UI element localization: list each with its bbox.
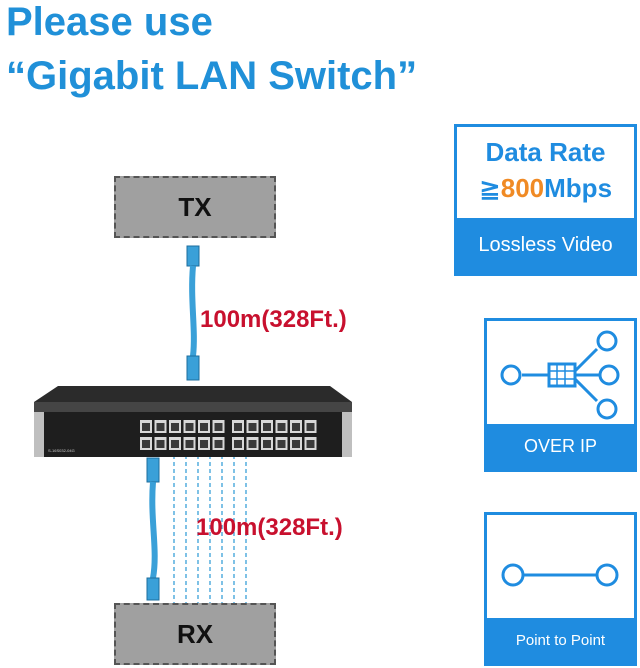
- switch-port-socket: [248, 440, 257, 448]
- switch-port-socket: [200, 423, 208, 431]
- switch-port-socket: [277, 423, 286, 431]
- switch-port-socket: [185, 423, 194, 431]
- switch-port-socket: [200, 440, 208, 448]
- switch-port-socket: [263, 423, 271, 431]
- switch-port-socket: [214, 440, 223, 448]
- switch-port-socket: [234, 440, 242, 448]
- port-dashed-lines: [173, 455, 247, 605]
- switch-port-socket: [214, 423, 223, 431]
- point-to-point-link-icon: [501, 563, 619, 587]
- upper-cable: [186, 245, 200, 381]
- headline-line-2: “Gigabit LAN Switch”: [6, 54, 418, 98]
- switch-port-socket: [171, 423, 179, 431]
- switch-port-socket: [156, 423, 165, 431]
- switch-port-socket: [306, 440, 315, 448]
- headline-line-1: Please use: [6, 0, 213, 44]
- switch-port-socket: [171, 440, 179, 448]
- data-rate-panel: Data Rate ≧800Mbps Lossless Video: [454, 124, 637, 276]
- network-topology-icon: [500, 330, 620, 420]
- over-ip-panel: OVER IP: [484, 318, 637, 472]
- greater-equal-symbol: ≧: [478, 173, 501, 203]
- switch-port-socket: [277, 440, 286, 448]
- point-to-point-panel: Point to Point: [484, 512, 637, 666]
- rx-device: RX: [114, 603, 276, 665]
- switch-port-socket: [248, 423, 257, 431]
- switch-port-socket: [142, 423, 150, 431]
- switch-port-socket: [234, 423, 242, 431]
- data-rate-value: ≧800Mbps: [457, 173, 634, 204]
- lower-cable: [146, 457, 160, 601]
- switch-port-socket: [292, 423, 300, 431]
- lossless-video-label: Lossless Video: [457, 218, 634, 273]
- data-rate-number: 800: [500, 173, 545, 203]
- switch-port-socket: [185, 440, 194, 448]
- lower-distance-label: 100m(328Ft.): [196, 514, 343, 541]
- switch-port-socket: [263, 440, 271, 448]
- switch-port-socket: [156, 440, 165, 448]
- switch-port-socket: [292, 440, 300, 448]
- data-rate-title: Data Rate: [485, 137, 606, 167]
- over-ip-label: OVER IP: [487, 424, 634, 469]
- tx-device: TX: [114, 176, 276, 238]
- switch-port-socket: [142, 440, 150, 448]
- point-to-point-label: Point to Point: [487, 618, 634, 663]
- gigabit-switch-icon: S-16S032-04G: [34, 386, 352, 457]
- rx-label: RX: [176, 618, 214, 649]
- upper-distance-label: 100m(328Ft.): [200, 306, 347, 333]
- switch-model-text: S-16S032-04G: [48, 448, 75, 453]
- switch-port-socket: [306, 423, 315, 431]
- tx-label: TX: [178, 191, 212, 222]
- data-rate-unit: Mbps: [544, 173, 613, 203]
